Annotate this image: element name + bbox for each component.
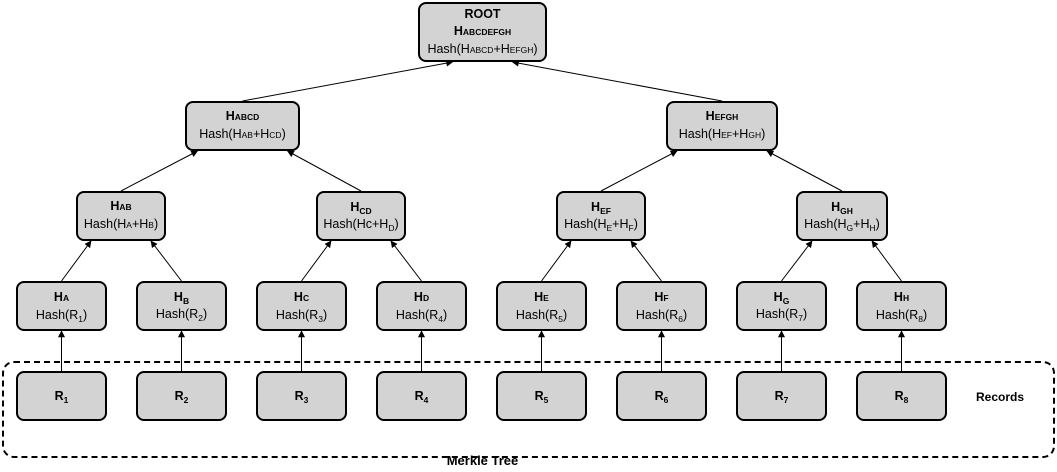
record-r4-label: R4 (414, 388, 429, 405)
node-hefgh-formula: Hash(HEF+HGH) (678, 127, 766, 141)
edge-hcd-habcd (286, 150, 362, 192)
edge-he-hef (541, 240, 572, 282)
edge-hgh-hefgh (766, 150, 843, 192)
leaf-hb-formula: Hash(R2) (155, 307, 208, 323)
leaf-he: HE Hash(R5) (496, 281, 587, 331)
leaf-hd-name: HD (413, 289, 430, 304)
record-r6: R6 (616, 371, 707, 421)
leaf-ha: HA Hash(R1) (16, 281, 107, 331)
node-hab-formula: Hash(HA+HB) (83, 217, 159, 231)
records-group-border (2, 361, 1055, 458)
leaf-hh: HH Hash(R8) (856, 281, 947, 331)
record-r5-label: R5 (534, 388, 549, 405)
leaf-he-name: HE (534, 289, 549, 304)
node-habcd-name: HABCD (225, 109, 260, 123)
edge-hab-habcd (120, 150, 199, 192)
leaf-ha-formula: Hash(R1) (35, 307, 88, 324)
edge-ha-hab (61, 240, 92, 282)
edge-hb-hab (150, 240, 182, 282)
node-hgh-name: HGH (831, 200, 853, 216)
leaf-hh-name: HH (893, 289, 910, 304)
record-r1-label: R1 (54, 388, 69, 405)
node-hef-formula: Hash(HE+HF) (564, 217, 638, 233)
node-hgh: HGH Hash(HG+HH) (796, 191, 888, 241)
root-hash-name: HABCDEFGH (453, 23, 512, 38)
record-r3: R3 (256, 371, 347, 421)
record-r2-label: R2 (174, 388, 189, 405)
root-node: ROOT HABCDEFGH Hash(HABCD+HEFGH) (418, 2, 547, 62)
leaf-hf-formula: Hash(R6) (635, 307, 688, 324)
leaf-hc: HC Hash(R3) (256, 281, 347, 331)
leaf-hf-name: HF (654, 289, 669, 304)
leaf-hc-formula: Hash(R3) (275, 307, 328, 324)
leaf-he-formula: Hash(R5) (515, 307, 568, 324)
node-hef: HEF Hash(HE+HF) (556, 191, 646, 241)
edge-hh-hgh (871, 240, 902, 282)
leaf-hg: HG Hash(R7) (736, 281, 827, 331)
node-habcd-formula: Hash(HAB+HCD) (199, 127, 286, 141)
leaf-hd-formula: Hash(R4) (395, 307, 448, 324)
node-hcd: HCD Hash(Hc+HD) (316, 191, 406, 241)
record-r7: R7 (736, 371, 827, 421)
leaf-ha-name: HA (53, 289, 70, 304)
leaf-hb-name: HB (173, 290, 190, 306)
leaf-hc-name: HC (293, 289, 310, 304)
root-title: ROOT (464, 6, 501, 21)
node-hefgh: HEFGH Hash(HEF+HGH) (666, 101, 778, 151)
edge-hd-hcd (390, 240, 422, 282)
edge-hefgh-root (511, 59, 723, 102)
root-formula: Hash(HABCD+HEFGH) (427, 41, 538, 56)
node-habcd: HABCD Hash(HAB+HCD) (185, 101, 300, 151)
records-label: Records (976, 390, 1025, 404)
edge-hf-hef (630, 240, 662, 282)
node-hef-name: HEF (591, 200, 611, 216)
node-hab-name: HAB (110, 199, 132, 213)
leaf-hg-formula: Hash(R7) (755, 307, 808, 323)
record-r8-label: R8 (894, 388, 909, 405)
node-hab: HAB Hash(HA+HB) (76, 191, 166, 241)
record-r8: R8 (856, 371, 947, 421)
record-r6-label: R6 (654, 388, 669, 405)
node-hcd-name: HCD (350, 200, 372, 216)
leaf-hb: HB Hash(R2) (136, 281, 227, 331)
record-r3-label: R3 (294, 388, 309, 405)
record-r1: R1 (16, 371, 107, 421)
record-r7-label: R7 (774, 388, 789, 405)
record-r4: R4 (376, 371, 467, 421)
leaf-hh-formula: Hash(R8) (875, 307, 928, 324)
leaf-hg-name: HG (773, 290, 790, 306)
node-hcd-formula: Hash(Hc+HD) (323, 217, 399, 233)
edge-hg-hgh (781, 240, 813, 282)
edge-hef-hefgh (600, 150, 678, 192)
leaf-hf: HF Hash(R6) (616, 281, 707, 331)
edge-hc-hcd (301, 240, 332, 282)
record-r2: R2 (136, 371, 227, 421)
edge-habcd-root (242, 59, 454, 102)
node-hgh-formula: Hash(HG+HH) (804, 217, 880, 233)
node-hefgh-name: HEFGH (705, 109, 739, 123)
record-r5: R5 (496, 371, 587, 421)
leaf-hd: HD Hash(R4) (376, 281, 467, 331)
diagram-caption: Merkle Tree (446, 453, 519, 468)
